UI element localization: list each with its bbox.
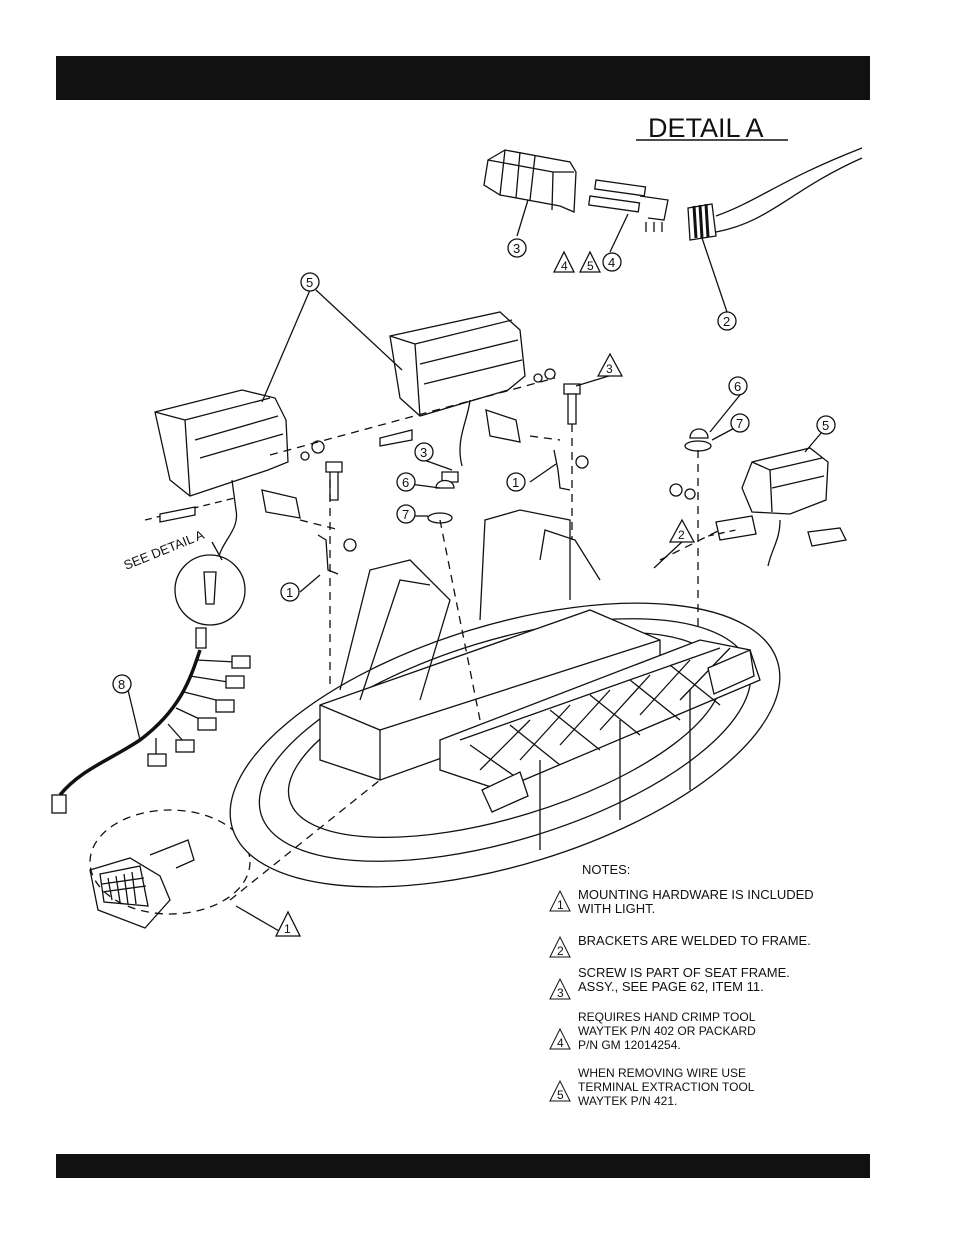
trowel-frame-assembly xyxy=(229,509,781,888)
connector-housing-part xyxy=(483,149,577,213)
svg-text:3: 3 xyxy=(606,362,613,376)
svg-text:5: 5 xyxy=(822,418,829,433)
svg-text:1: 1 xyxy=(557,898,564,912)
svg-text:2: 2 xyxy=(723,314,730,329)
notes-title: NOTES: xyxy=(582,862,631,877)
svg-text:5: 5 xyxy=(557,1088,564,1102)
note-3-triangle-icon: 3 xyxy=(549,978,571,1000)
wire-harness-end-part xyxy=(687,147,863,241)
right-work-light-part xyxy=(741,447,829,567)
note-1-text: MOUNTING HARDWARE IS INCLUDED WITH LIGHT… xyxy=(578,887,814,916)
svg-text:1: 1 xyxy=(284,922,291,936)
svg-text:5: 5 xyxy=(306,275,313,290)
note-item-1: 1 MOUNTING HARDWARE IS INCLUDED WITH LIG… xyxy=(548,888,814,916)
svg-text:2: 2 xyxy=(557,944,564,958)
svg-text:4: 4 xyxy=(608,255,615,270)
svg-text:4: 4 xyxy=(557,1036,564,1050)
center-bracket-hardware xyxy=(379,368,589,524)
assembly-guide-lines xyxy=(229,377,721,901)
callout-bubbles: 5 3 4 2 3 6 7 1 1 6 7 5 8 xyxy=(112,238,836,694)
svg-text:8: 8 xyxy=(118,677,125,692)
svg-text:1: 1 xyxy=(286,585,293,600)
svg-text:5: 5 xyxy=(587,259,594,273)
note-3-text: SCREW IS PART OF SEAT FRAME. ASSY., SEE … xyxy=(578,965,790,994)
note-4-triangle-icon: 4 xyxy=(549,1028,571,1050)
header-bar xyxy=(56,56,870,100)
note-5-text: WHEN REMOVING WIRE USE TERMINAL EXTRACTI… xyxy=(578,1066,755,1108)
svg-text:7: 7 xyxy=(736,416,743,431)
svg-text:2: 2 xyxy=(678,528,685,542)
svg-text:3: 3 xyxy=(513,241,520,256)
note-item-5: 5 WHEN REMOVING WIRE USE TERMINAL EXTRAC… xyxy=(548,1066,754,1108)
note-item-2: 2 BRACKETS ARE WELDED TO FRAME. xyxy=(548,934,811,958)
svg-text:6: 6 xyxy=(402,475,409,490)
front-work-light-part xyxy=(89,839,195,929)
left-work-light-part xyxy=(154,389,289,561)
detail-a-title: DETAIL A xyxy=(648,113,764,143)
note-4-text: REQUIRES HAND CRIMP TOOL WAYTEK P/N 402 … xyxy=(578,1010,756,1052)
terminal-pins-part xyxy=(588,179,669,232)
svg-text:3: 3 xyxy=(557,986,564,1000)
wire-harness-part xyxy=(51,627,251,814)
footer-bar xyxy=(56,1154,870,1178)
svg-text:7: 7 xyxy=(402,507,409,522)
svg-text:1: 1 xyxy=(512,475,519,490)
center-work-light-part xyxy=(389,311,526,467)
note-5-triangle-icon: 5 xyxy=(549,1080,571,1102)
note-1-triangle-icon: 1 xyxy=(549,890,571,912)
leader-lines xyxy=(127,199,823,936)
note-item-3: 3 SCREW IS PART OF SEAT FRAME. ASSY., SE… xyxy=(548,966,790,1000)
triangle-note-markers: 4 5 3 2 1 xyxy=(274,250,696,937)
left-bracket-hardware xyxy=(144,440,357,575)
svg-text:3: 3 xyxy=(420,445,427,460)
note-item-4: 4 REQUIRES HAND CRIMP TOOL WAYTEK P/N 40… xyxy=(548,1010,756,1052)
note-2-triangle-icon: 2 xyxy=(549,936,571,958)
note-2-text: BRACKETS ARE WELDED TO FRAME. xyxy=(578,933,811,948)
svg-text:4: 4 xyxy=(561,259,568,273)
svg-text:6: 6 xyxy=(734,379,741,394)
right-bracket-hardware xyxy=(669,428,847,547)
